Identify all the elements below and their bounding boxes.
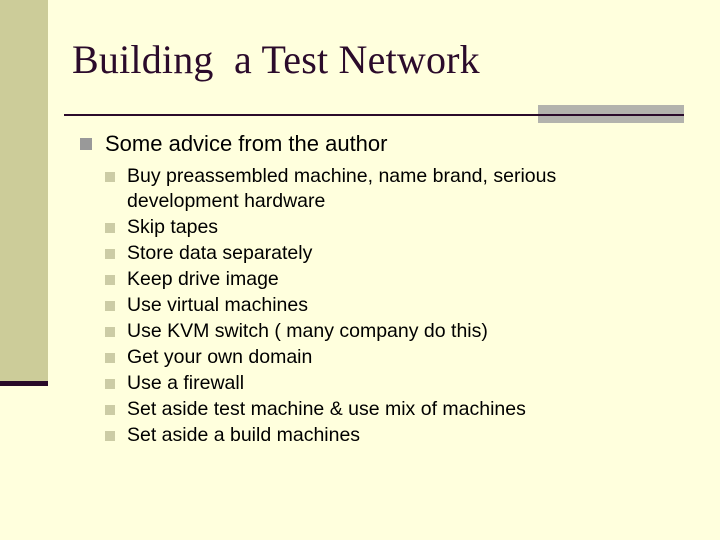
list-item-label: Skip tapes: [127, 216, 219, 238]
bullet-square-icon: [105, 353, 115, 363]
slide-title: Building a Test Network: [72, 37, 480, 82]
list-item-label: Some advice from the author: [105, 131, 388, 156]
list-item: Use KVM switch ( many company do this): [72, 319, 702, 344]
bullet-square-icon: [105, 327, 115, 337]
list-item-label: Get your own domain: [127, 346, 313, 368]
list-item: Set aside test machine & use mix of mach…: [72, 397, 702, 422]
list-item: Skip tapes: [72, 215, 702, 240]
bullet-square-icon: [105, 301, 115, 311]
sub-bullet-list: Buy preassembled machine, name brand, se…: [72, 164, 702, 448]
bullet-square-icon: [105, 405, 115, 415]
bullet-square-icon: [105, 379, 115, 389]
list-item-label: Set aside a build machines: [127, 424, 361, 446]
sidebar-foot-accent: [0, 381, 48, 386]
bullet-square-icon: [105, 431, 115, 441]
list-item-label: Set aside test machine & use mix of mach…: [127, 398, 526, 420]
list-item: Keep drive image: [72, 267, 702, 292]
sidebar-decoration: [0, 0, 48, 381]
list-item: Use virtual machines: [72, 293, 702, 318]
list-item-label: Store data separately: [127, 242, 313, 264]
list-item-label: Keep drive image: [127, 268, 279, 290]
list-item: Use a firewall: [72, 371, 702, 396]
list-item-label: Use virtual machines: [127, 294, 308, 316]
bullet-square-icon: [105, 172, 115, 182]
list-item-label: Buy preassembled machine, name brand, se…: [127, 165, 557, 212]
list-item: Set aside a build machines: [72, 423, 702, 448]
title-divider-rule: [64, 114, 684, 116]
bullet-square-icon: [105, 223, 115, 233]
list-item-label: Use a firewall: [127, 372, 245, 394]
list-item: Some advice from the author: [72, 130, 702, 158]
list-item-label: Use KVM switch ( many company do this): [127, 320, 488, 342]
list-item: Buy preassembled machine, name brand, se…: [72, 164, 702, 214]
bullet-list: Some advice from the author Buy preassem…: [72, 130, 702, 449]
list-item: Get your own domain: [72, 345, 702, 370]
bullet-square-icon: [105, 275, 115, 285]
bullet-square-icon: [105, 249, 115, 259]
bullet-square-icon: [80, 138, 92, 150]
list-item: Store data separately: [72, 241, 702, 266]
